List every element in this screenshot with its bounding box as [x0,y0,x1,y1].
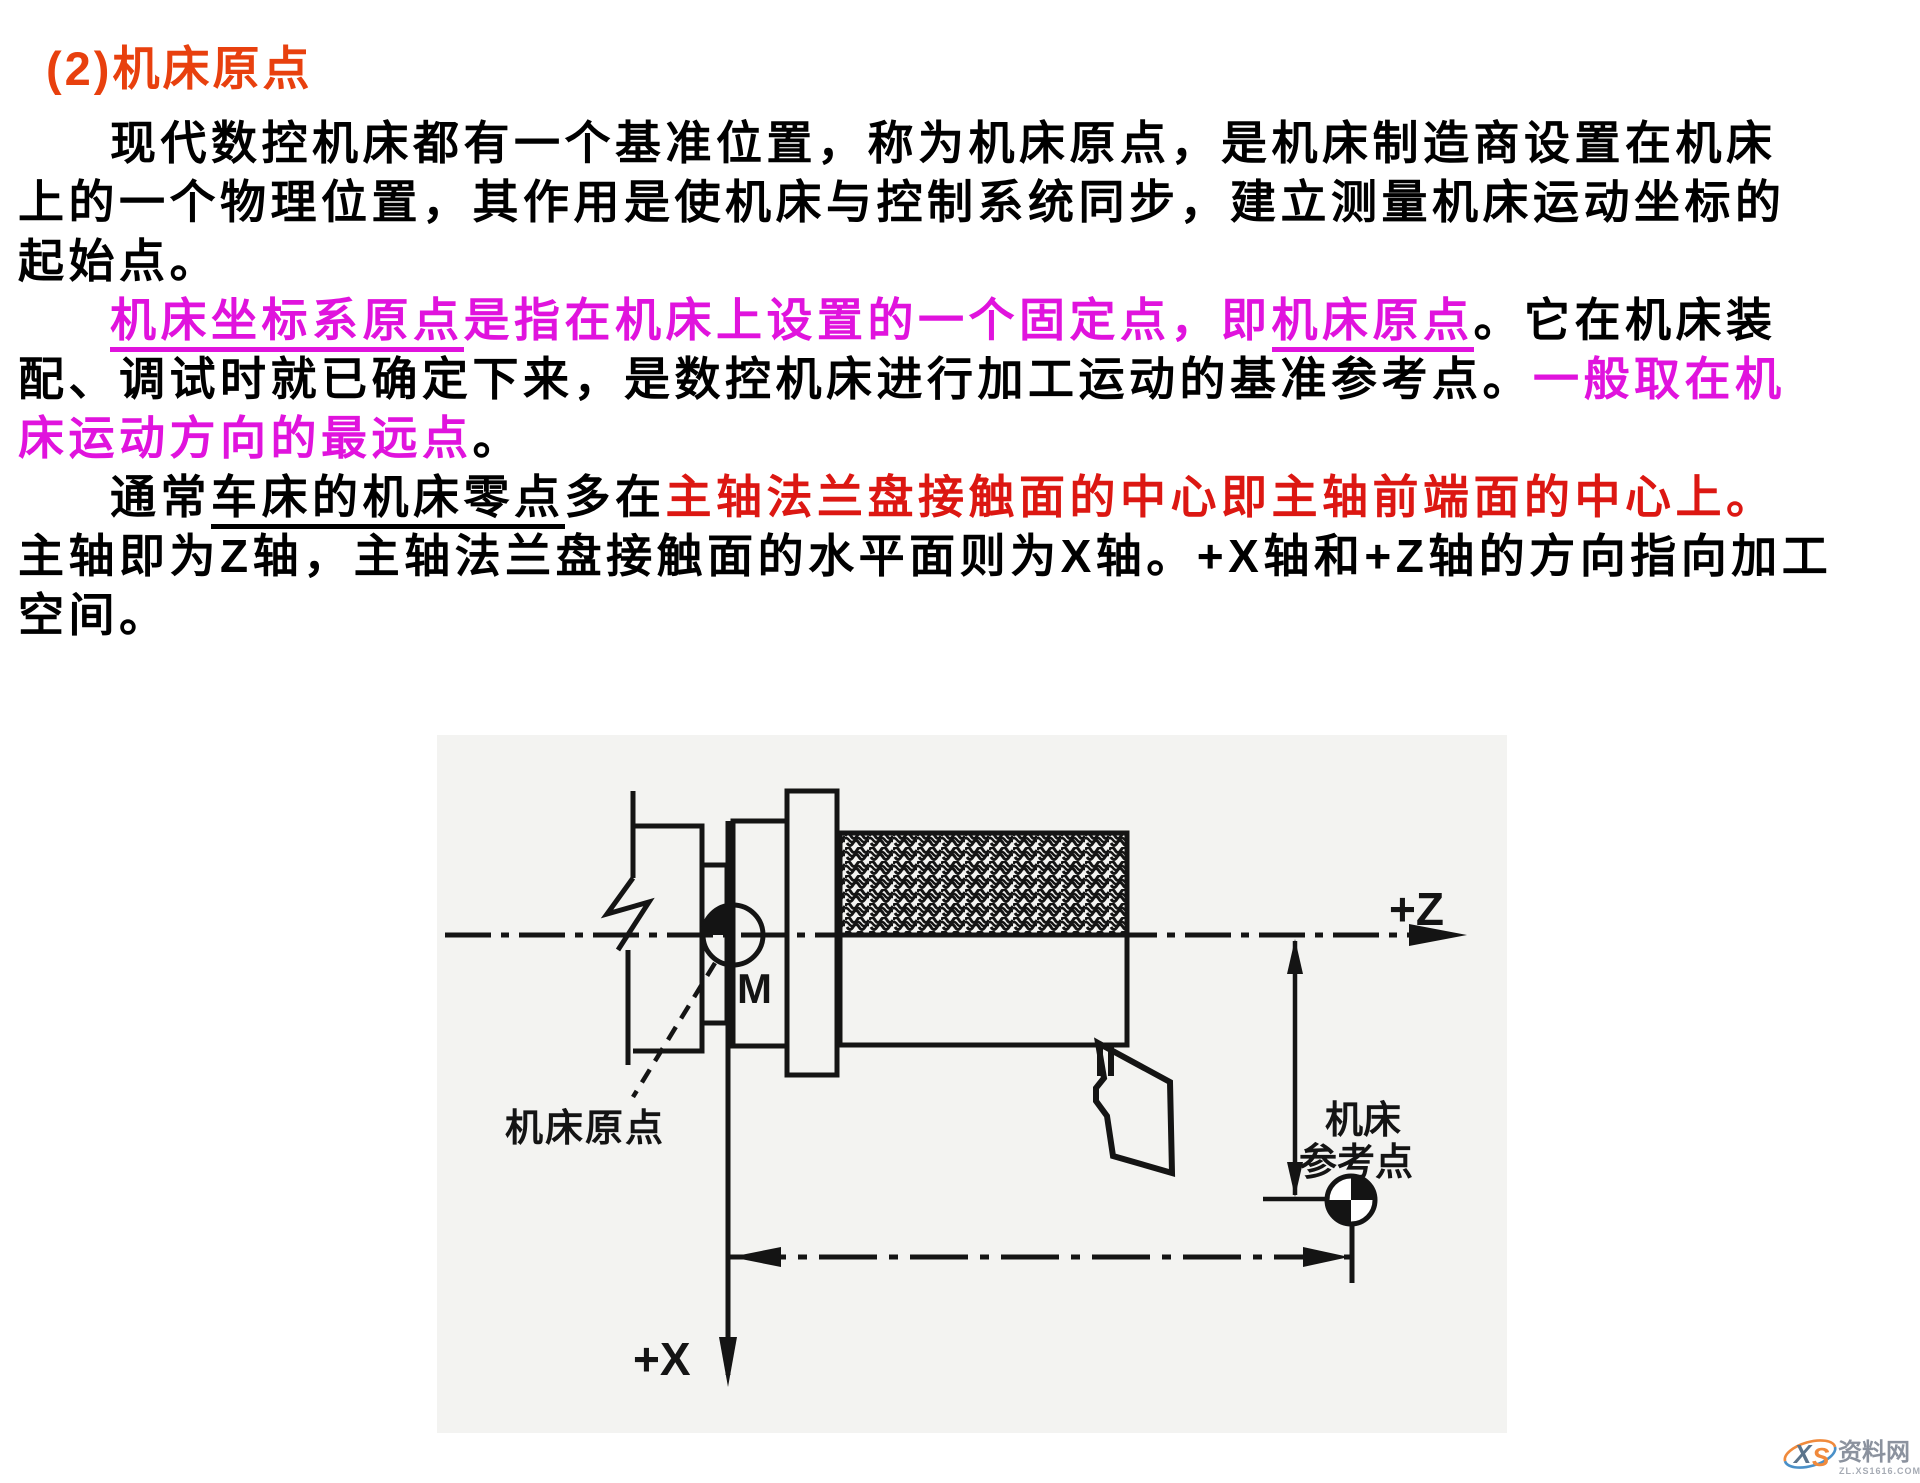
workpiece [837,830,1130,1048]
x-dimension-line [1263,939,1329,1202]
logo-letter-x: X [1792,1439,1813,1469]
origin-m-label: M [737,965,772,1012]
lathe-origin-figure: +Z +X M 机床原点 机床 参考点 [445,788,1467,1387]
machine-origin-symbol: M 机床原点 [505,902,772,1150]
watermark-site-name: 资料网 [1838,1439,1910,1466]
text-run: 。它在机床装 [1473,294,1777,346]
term-lathe-zero-point: 车床的机床零点 [211,471,565,529]
dimension-arrow-down-icon [1287,1162,1303,1197]
text-run: 起始点。 [18,235,220,287]
z-dimension-line [728,1224,1355,1283]
text-run: 是指在机床上设置的一个固定点，即 [463,294,1272,346]
body-text: 现代数控机床都有一个基准位置，称为机床原点，是机床制造商设置在机床 上的一个物理… [0,114,1920,645]
reference-point-symbol: 机床 参考点 [1299,1100,1413,1227]
text-run: 主轴法兰盘接触面的中心即主轴前端面的中心上。 [665,471,1777,523]
reference-point-label-line2: 参考点 [1299,1142,1413,1184]
paragraph2-line3: 床运动方向的最远点。 [0,409,1920,468]
paragraph3-line3: 空间。 [0,586,1920,645]
dimension-arrow-up-icon [1287,939,1303,974]
lathe-origin-diagram: +Z +X M 机床原点 机床 参考点 [437,735,1507,1433]
machine-origin-label: 机床原点 [505,1108,665,1150]
logo-letter-s: S [1812,1442,1830,1472]
cutting-tool [1093,1037,1176,1178]
origin-filled-quadrant [703,905,733,935]
reference-point-label-line1: 机床 [1325,1100,1401,1142]
ref-filled-quadrant-bl [1327,1200,1351,1224]
watermark-logo: X S 资料网 ZL.XS1616.COM [1783,1439,1920,1476]
dimension-arrow-left-icon [731,1247,781,1267]
dimension-arrow-right-icon [1303,1247,1349,1267]
watermark-site-url: ZL.XS1616.COM [1839,1466,1920,1476]
text-run: 通常 [110,471,211,523]
text-run: 。 [472,412,523,464]
paragraph1-line1: 现代数控机床都有一个基准位置，称为机床原点，是机床制造商设置在机床 [0,114,1920,173]
paragraph1-line3: 起始点。 [0,232,1920,291]
text-run: 现代数控机床都有一个基准位置，称为机床原点，是机床制造商设置在机床 [110,117,1777,169]
text-run: 配、调试时就已确定下来，是数控机床进行加工运动的基准参考点。 [18,353,1533,405]
text-run: 一般取在机 [1533,353,1786,405]
z-axis: +Z [445,883,1467,946]
paragraph3-line2: 主轴即为Z轴，主轴法兰盘接触面的水平面则为X轴。+X轴和+Z轴的方向指向加工 [0,527,1920,586]
x-axis-arrow-icon [719,1337,737,1387]
watermark: X S 资料网 ZL.XS1616.COM [1782,1428,1920,1478]
text-run: 主轴即为Z轴，主轴法兰盘接触面的水平面则为X轴。+X轴和+Z轴的方向指向加工 [18,530,1833,582]
page-title: (2)机床原点 [46,42,313,95]
paragraph1-line2: 上的一个物理位置，其作用是使机床与控制系统同步，建立测量机床运动坐标的 [0,173,1920,232]
paragraph3-line1: 通常车床的机床零点多在主轴法兰盘接触面的中心即主轴前端面的中心上。 [0,468,1920,529]
ref-filled-quadrant-tr [1351,1176,1375,1200]
text-run: 床运动方向的最远点 [18,412,473,464]
x-axis-label: +X [633,1333,691,1385]
text-run: 多在 [564,471,666,523]
z-axis-label: +Z [1389,883,1444,935]
paragraph2-line2: 配、调试时就已确定下来，是数控机床进行加工运动的基准参考点。一般取在机 [0,350,1920,409]
workpiece-plain-section [837,932,1130,1048]
term-machine-coord-origin: 机床坐标系原点 [110,294,464,352]
term-machine-origin: 机床原点 [1271,294,1474,352]
workpiece-knurled-section [837,830,1130,938]
origin-leader-line [631,961,717,1099]
text-run: 空间。 [18,589,170,641]
text-run: 上的一个物理位置，其作用是使机床与控制系统同步，建立测量机床运动坐标的 [18,176,1786,228]
z-axis-arrow-icon [1409,924,1467,946]
paragraph2-line1: 机床坐标系原点是指在机床上设置的一个固定点，即机床原点。它在机床装 [0,291,1920,352]
